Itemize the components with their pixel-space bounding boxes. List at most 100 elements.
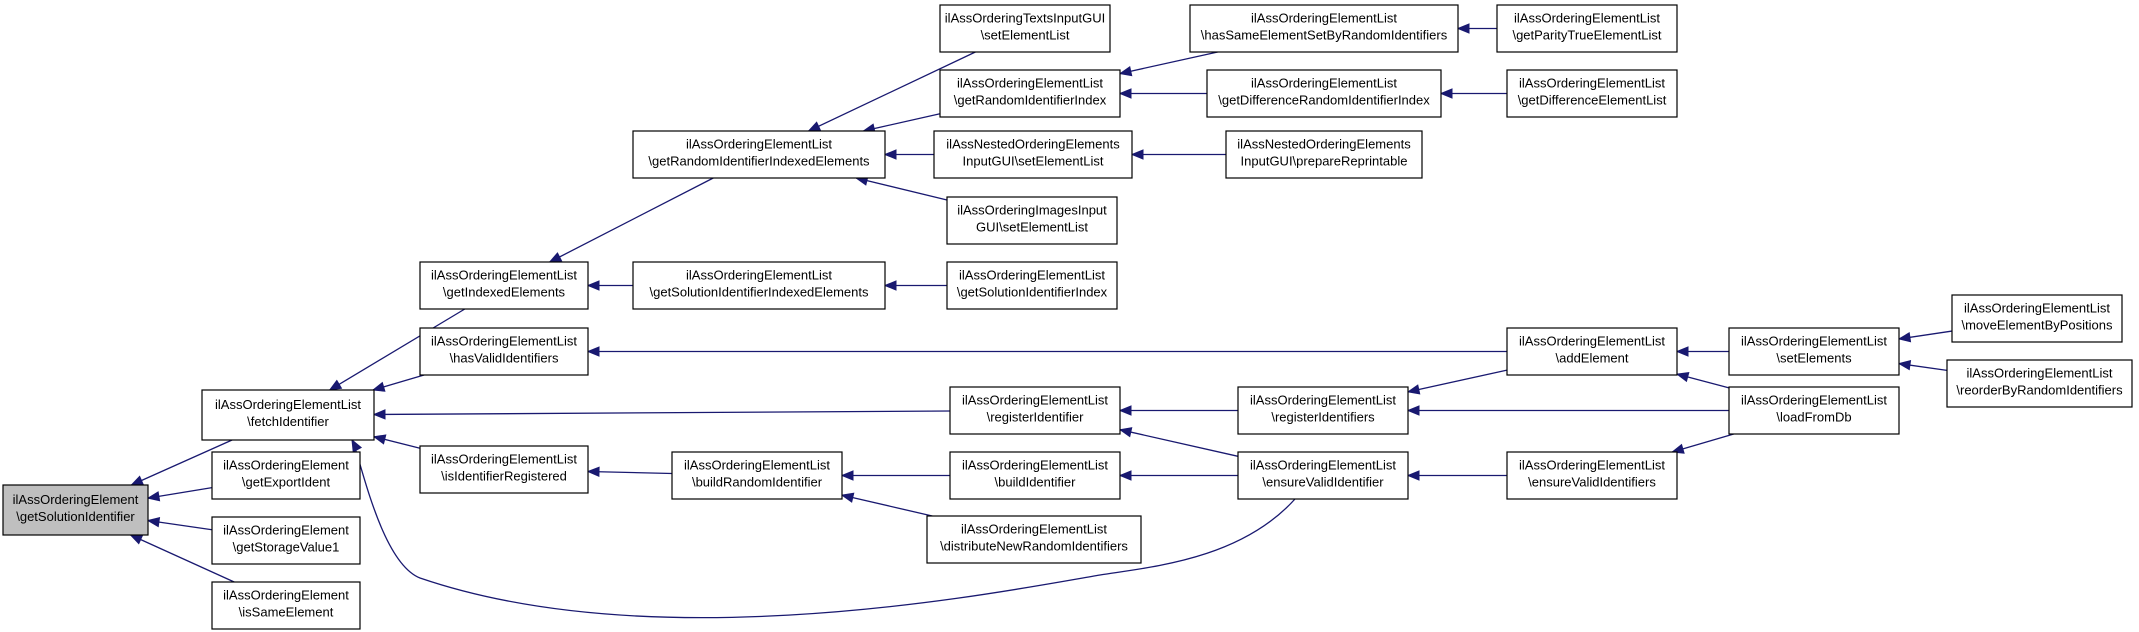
node-method-label: \getRandomIdentifierIndexedElements: [648, 154, 870, 169]
node-class-label: ilAssOrderingElement: [13, 492, 139, 507]
node-getSolutionIdentifierIndex[interactable]: ilAssOrderingElementList\getSolutionIden…: [946, 261, 1118, 310]
node-method-label: \buildIdentifier: [995, 475, 1077, 490]
node-box: [1728, 386, 1900, 435]
arrowhead: [1406, 405, 1420, 416]
node-ensureValidIdentifier[interactable]: ilAssOrderingElementList\ensureValidIden…: [1237, 451, 1409, 500]
node-class-label: ilAssOrderingElementList: [431, 268, 577, 283]
node-getExportIdent[interactable]: ilAssOrderingElement\getExportIdent: [211, 451, 361, 500]
node-getParityTrueElementList[interactable]: ilAssOrderingElementList\getParityTrueEl…: [1496, 4, 1678, 53]
node-class-label: ilAssOrderingElementList: [1250, 393, 1396, 408]
edge-line: [863, 113, 941, 132]
node-getStorageValue1[interactable]: ilAssOrderingElement\getStorageValue1: [211, 516, 361, 565]
node-box: [419, 445, 589, 494]
edge-setElements-to-addElement: [1675, 346, 1729, 357]
node-nestedPrepareReprintable[interactable]: ilAssNestedOrderingElementsInputGUI\prep…: [1225, 130, 1423, 179]
node-class-label: ilAssOrderingElementList: [959, 268, 1105, 283]
node-getRandomIdentifierIndex[interactable]: ilAssOrderingElementList\getRandomIdenti…: [939, 69, 1121, 118]
node-imagesSetElementList[interactable]: ilAssOrderingImagesInputGUI\setElementLi…: [946, 196, 1118, 245]
node-box: [1189, 4, 1459, 53]
node-distributeNewRandomIdentifiers[interactable]: ilAssOrderingElementList\distributeNewRa…: [926, 515, 1142, 564]
node-registerIdentifier[interactable]: ilAssOrderingElementList\registerIdentif…: [949, 386, 1121, 435]
node-class-label: ilAssOrderingElementList: [1519, 76, 1665, 91]
node-method-label: \getRandomIdentifierIndex: [954, 93, 1107, 108]
edge-ensureValidIdentifier-to-registerIdentifier: [1118, 427, 1239, 457]
node-addElement[interactable]: ilAssOrderingElementList\addElement: [1506, 327, 1678, 376]
arrowhead: [807, 121, 822, 132]
arrowhead: [1670, 443, 1685, 454]
node-box: [1206, 69, 1442, 118]
node-buildRandomIdentifier[interactable]: ilAssOrderingElementList\buildRandomIden…: [671, 451, 843, 500]
node-reorderByRandomIdentifiers[interactable]: ilAssOrderingElementList\reorderByRandom…: [1946, 359, 2133, 408]
edge-getSolutionIdentifierIndexedElements-to-getIndexedElements: [586, 280, 633, 291]
edge-buildRandomIdentifier-to-isIdentifierRegistered: [586, 466, 673, 478]
node-isIdentifierRegistered[interactable]: ilAssOrderingElementList\isIdentifierReg…: [419, 445, 589, 494]
edge-line: [351, 439, 1296, 619]
node-method-label: \ensureValidIdentifiers: [1528, 475, 1656, 490]
edge-getRandomIdentifierIndexedElements-to-getIndexedElements: [548, 177, 714, 263]
edge-line: [329, 308, 466, 391]
node-getRandomIdentifierIndexedElements[interactable]: ilAssOrderingElementList\getRandomIdenti…: [632, 130, 886, 179]
node-class-label: ilAssOrderingTextsInputGUI: [945, 11, 1105, 26]
arrowhead: [883, 149, 897, 160]
node-box: [211, 516, 361, 565]
node-nestedSetElementList[interactable]: ilAssNestedOrderingElementsInputGUI\setE…: [933, 130, 1133, 179]
arrowhead: [351, 438, 363, 453]
node-class-label: ilAssOrderingElementList: [1741, 393, 1887, 408]
node-box: [1946, 359, 2133, 408]
node-class-label: ilAssOrderingElementList: [686, 268, 832, 283]
node-getDifferenceElementList[interactable]: ilAssOrderingElementList \getDifferenceEl…: [1506, 69, 1678, 118]
node-registerIdentifiers[interactable]: ilAssOrderingElementList \registerIdentif…: [1237, 386, 1409, 435]
edge-loadFromDb-to-ensureValidIdentifiers: [1670, 433, 1734, 454]
node-box: [933, 130, 1133, 179]
node-box: [939, 69, 1121, 118]
edge-isIdentifierRegistered-to-fetchIdentifier: [372, 434, 421, 449]
node-fetchIdentifier[interactable]: ilAssOrderingElementList\fetchIdentifier: [201, 389, 375, 441]
arrowhead: [1456, 23, 1470, 34]
node-method-label: \setElementList: [981, 28, 1070, 43]
edge-registerIdentifier-to-fetchIdentifier: [372, 409, 951, 420]
node-method-label: InputGUI\setElementList: [963, 154, 1104, 169]
node-loadFromDb[interactable]: ilAssOrderingElementList\loadFromDb: [1728, 386, 1900, 435]
node-class-label: ilAssOrderingElement: [223, 523, 349, 538]
node-box: [201, 389, 375, 441]
node-ensureValidIdentifiers[interactable]: ilAssOrderingElementList\ensureValidIden…: [1506, 451, 1678, 500]
edge-moveElementByPositions-to-setElements: [1897, 330, 1953, 343]
arrowhead: [1675, 346, 1689, 357]
edge-getDifferenceElementList-to-getDifferenceRandomIdentifierIndex: [1439, 88, 1507, 99]
node-getIndexedElements[interactable]: ilAssOrderingElementList\getIndexedEleme…: [419, 261, 589, 310]
node-root[interactable]: ilAssOrderingElement\getSolutionIdentifi…: [2, 484, 149, 536]
node-method-label: \getDifferenceElementList: [1518, 93, 1667, 108]
node-class-label: ilAssOrderingElementList: [1251, 76, 1397, 91]
node-moveElementByPositions[interactable]: ilAssOrderingElementList\moveElementByPo…: [1951, 294, 2123, 343]
node-method-label: \buildRandomIdentifier: [692, 475, 823, 490]
node-isSameElement[interactable]: ilAssOrderingElement\isSameElement: [211, 581, 361, 630]
arrowhead: [372, 409, 386, 420]
node-box: [926, 515, 1142, 564]
edge-distributeNewRandomIdentifiers-to-buildRandomIdentifier: [840, 492, 933, 517]
node-buildIdentifier[interactable]: ilAssOrderingElementList\buildIdentifier: [949, 451, 1121, 500]
node-class-label: ilAssOrderingElementList: [961, 522, 1107, 537]
node-getSolutionIdentifierIndexedElements[interactable]: ilAssOrderingElementList\getSolutionIden…: [632, 261, 886, 310]
node-getDifferenceRandomIdentifierIndex[interactable]: ilAssOrderingElementList \getDifferenceRa…: [1206, 69, 1442, 118]
node-hasSameElementSetByRandomIdentifiers[interactable]: ilAssOrderingElementList\hasSameElementS…: [1189, 4, 1459, 53]
node-method-label: \isIdentifierRegistered: [441, 469, 567, 484]
node-box: [1506, 451, 1678, 500]
node-hasValidIdentifiers[interactable]: ilAssOrderingElementList\hasValidIdentif…: [419, 327, 589, 376]
node-class-label: ilAssOrderingElement: [223, 458, 349, 473]
node-method-label: \ensureValidIdentifier: [1262, 475, 1384, 490]
node-box: [1951, 294, 2123, 343]
node-box: [671, 451, 843, 500]
node-method-label: \getDifferenceRandomIdentifierIndex: [1218, 93, 1430, 108]
node-setElements[interactable]: ilAssOrderingElementList\setElements: [1728, 327, 1900, 376]
node-method-label: \registerIdentifiers: [1271, 410, 1375, 425]
edge-loadFromDb-to-addElement: [1675, 371, 1730, 389]
arrowhead: [328, 379, 343, 391]
edge-ensureValidIdentifier-to-fetchIdentifier: [351, 438, 1296, 619]
node-box: [419, 327, 589, 376]
edge-getSolutionIdentifierIndex-to-getSolutionIdentifierIndexedElements: [883, 280, 947, 291]
edge-getDifferenceRandomIdentifierIndex-to-getRandomIdentifierIndex: [1118, 88, 1207, 99]
arrowhead: [1897, 359, 1912, 371]
node-textsInputSetElementList[interactable]: ilAssOrderingTextsInputGUI \setElementLis…: [939, 4, 1111, 53]
arrowhead: [129, 534, 144, 545]
edge-addElement-to-hasValidIdentifiers: [586, 346, 1507, 357]
